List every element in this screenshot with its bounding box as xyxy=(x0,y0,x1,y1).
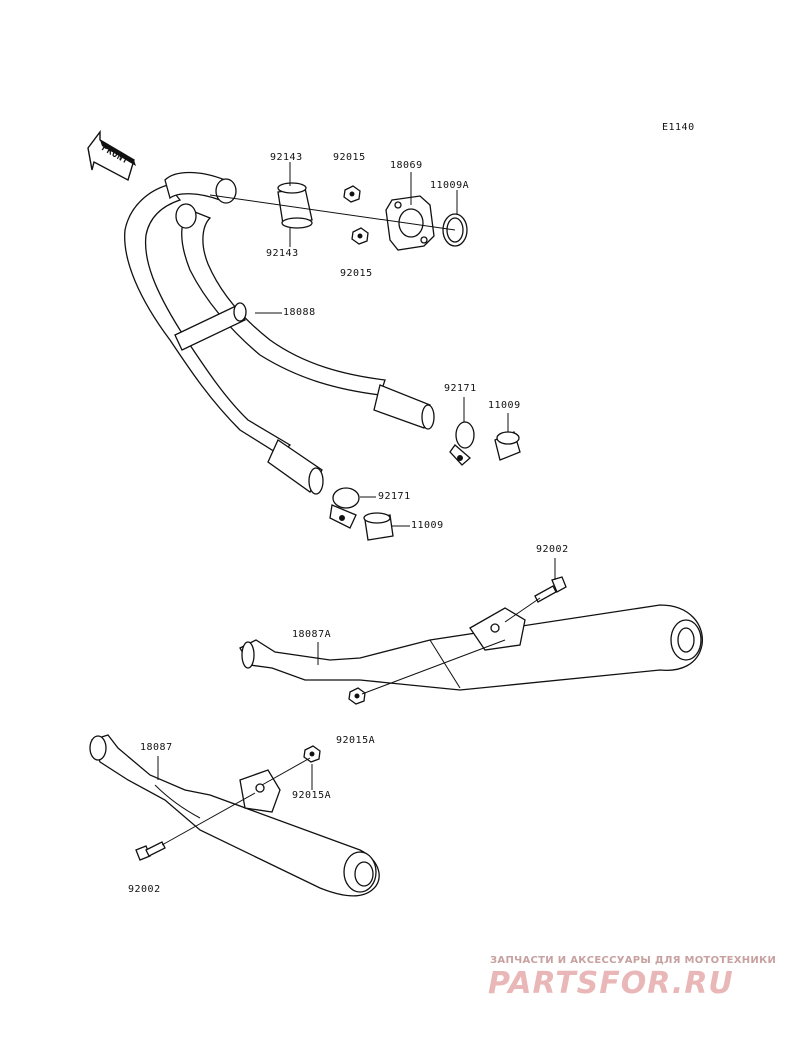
gasket-92143 xyxy=(277,182,313,229)
label-92143-bottom: 92143 xyxy=(266,248,299,259)
bolt-92002-bottom xyxy=(135,841,166,861)
watermark-subtitle: ЗАПЧАСТИ И АКСЕССУАРЫ ДЛЯ МОТОТЕХНИКИ xyxy=(490,955,777,966)
label-92002-top: 92002 xyxy=(536,544,569,555)
watermark-logo: PARTSFOR.RU xyxy=(488,966,734,1001)
label-92171-upper: 92171 xyxy=(444,383,477,394)
label-92015-bottom: 92015 xyxy=(340,268,373,279)
label-92171-lower: 92171 xyxy=(378,491,411,502)
label-18087: 18087 xyxy=(140,742,173,753)
gasket-11009-upper xyxy=(494,431,521,461)
clamp-92171-lower xyxy=(329,487,360,529)
leader-lines xyxy=(157,162,556,790)
nut-92015A-lower xyxy=(303,745,321,763)
label-11009A: 11009A xyxy=(430,180,470,191)
header-pipe-18088 xyxy=(124,171,435,495)
nut-92015-upper xyxy=(343,185,361,203)
gasket-11009-lower xyxy=(363,512,394,541)
label-92015A-lower: 92015A xyxy=(292,790,332,801)
label-92015A-upper: 92015A xyxy=(336,735,376,746)
diagram-code: E1140 xyxy=(662,122,695,133)
label-18087A: 18087A xyxy=(292,629,332,640)
muffler-18087A xyxy=(239,604,703,691)
nut-92015A-upper xyxy=(348,687,366,705)
flange-18069 xyxy=(385,195,435,251)
label-92143-top: 92143 xyxy=(270,152,303,163)
front-arrow-icon xyxy=(87,129,136,182)
muffler-18087 xyxy=(89,734,380,897)
nut-92015-lower xyxy=(351,227,369,245)
label-92015-top: 92015 xyxy=(333,152,366,163)
label-11009-upper: 11009 xyxy=(488,400,521,411)
label-18069: 18069 xyxy=(390,160,423,171)
clamp-92171-upper xyxy=(449,421,475,466)
label-18088: 18088 xyxy=(283,307,316,318)
label-11009-lower: 11009 xyxy=(411,520,444,531)
label-92002-bottom: 92002 xyxy=(128,884,161,895)
